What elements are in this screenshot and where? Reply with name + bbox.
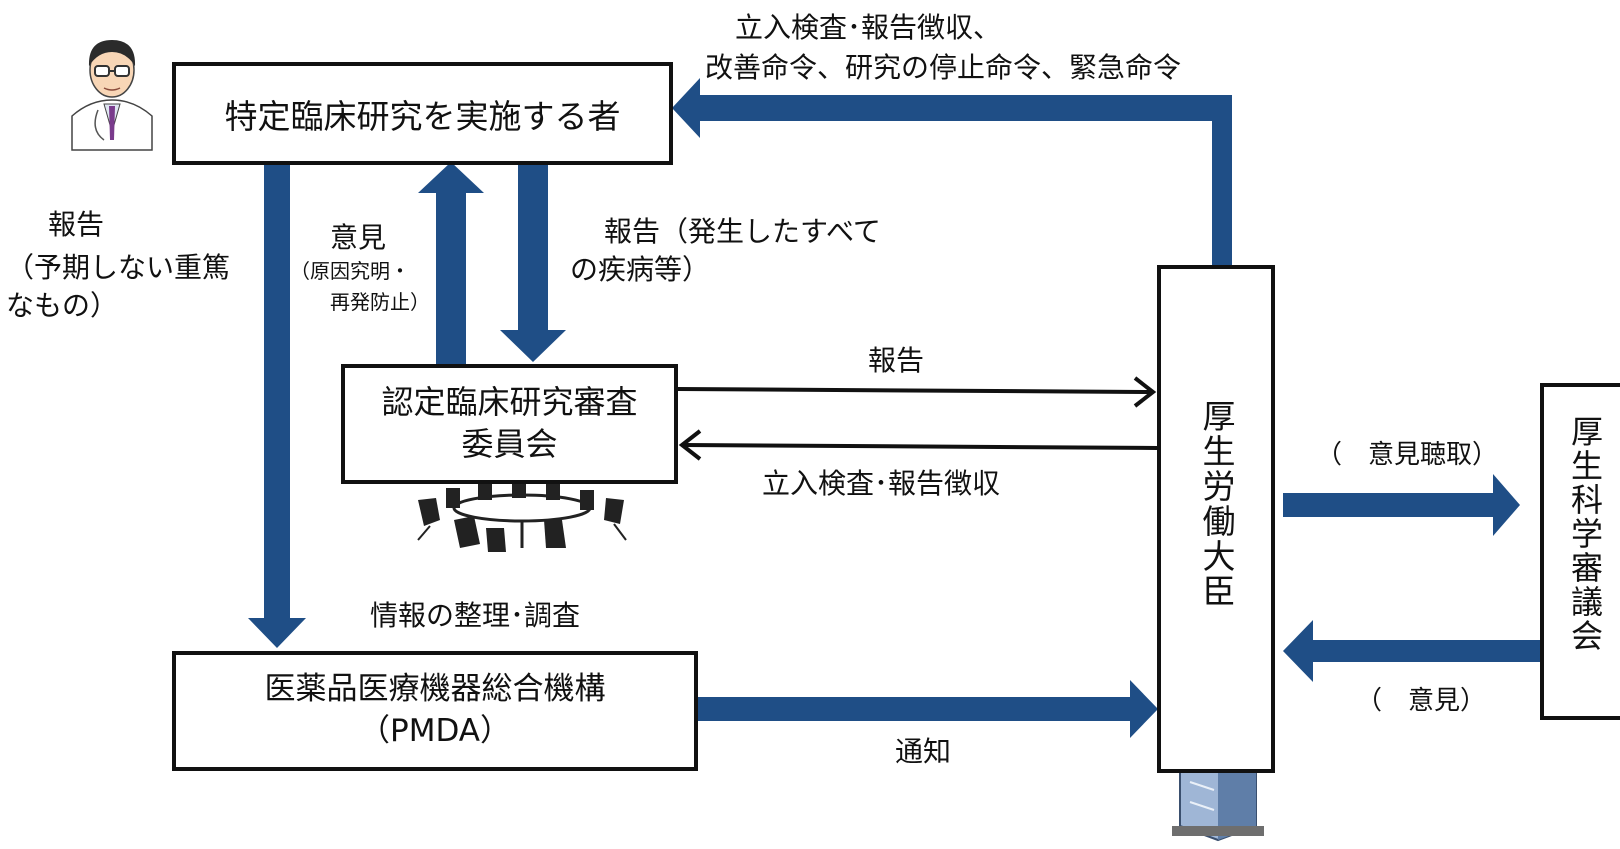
- doctor-icon: [71, 40, 153, 151]
- arrow-council-to-minister: [1283, 620, 1540, 682]
- report-serious-line2: （予期しない重篤: [6, 251, 231, 284]
- researcher-box: 特定臨床研究を実施する者: [172, 62, 673, 165]
- arrowhead-committee-to-minister: [1133, 376, 1157, 408]
- arrow-pmda-to-minister: [698, 680, 1158, 738]
- council-label: 厚生科学審議会: [1566, 415, 1604, 653]
- report-all-line1: 報告（発生したすべて: [604, 215, 881, 248]
- arrow-researcher-to-committee: [500, 163, 566, 362]
- pmda-label-line2: （PMDA）: [359, 713, 511, 749]
- researcher-label: 特定臨床研究を実施する者: [224, 96, 621, 136]
- hearing-label: （ 意見聴取）: [1316, 440, 1499, 470]
- committee-box: 認定臨床研究審査委員会: [341, 364, 678, 484]
- opinion-sub-line2: 再発防止）: [330, 290, 430, 314]
- council-box: 厚生科学審議会: [1540, 383, 1620, 720]
- arrow-minister-to-researcher: [672, 78, 1232, 265]
- inspection-label: 立入検査･報告徴収: [762, 467, 1001, 500]
- notification-label: 通知: [895, 735, 952, 768]
- opinion-back-label: （ 意見）: [1356, 686, 1487, 716]
- arrow-minister-to-council: [1283, 474, 1520, 536]
- arrow-researcher-to-pmda: [248, 165, 306, 648]
- top-label-line2: 改善命令、研究の停止命令、緊急命令: [705, 51, 1182, 84]
- pmda-box: 医薬品医療機器総合機構 （PMDA）: [172, 651, 698, 771]
- committee-label: 認定臨床研究審査委員会: [381, 383, 638, 463]
- opinion-sub-line1: （原因究明・: [290, 259, 410, 283]
- report-all-line2: の疾病等）: [570, 253, 711, 286]
- report-serious-line3: なもの）: [6, 289, 119, 322]
- pmda-label-line1: 医薬品医療機器総合機構: [264, 671, 606, 708]
- arrow-minister-to-committee: [683, 443, 1158, 450]
- opinion-title: 意見: [330, 221, 387, 254]
- meeting-table-icon: [417, 480, 627, 552]
- arrowhead-minister-to-committee: [678, 429, 702, 461]
- top-label-line1: 立入検査･報告徴収、: [735, 11, 1002, 44]
- minister-label: 厚生労働大臣: [1197, 399, 1236, 609]
- report-to-minister-label: 報告: [868, 344, 925, 377]
- minister-box: 厚生労働大臣: [1157, 265, 1275, 773]
- arrow-committee-to-minister: [677, 387, 1151, 394]
- report-serious-line1: 報告: [48, 208, 105, 241]
- arrow-committee-to-researcher: [418, 162, 484, 365]
- info-survey-label: 情報の整理･調査: [370, 599, 581, 632]
